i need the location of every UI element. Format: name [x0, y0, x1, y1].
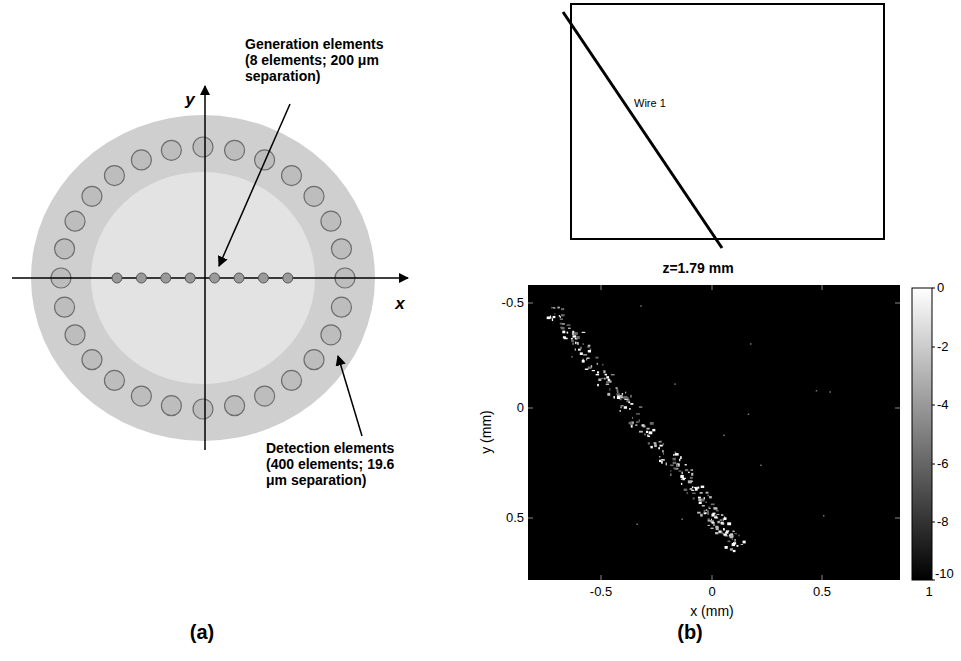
axis-name: y [185, 90, 194, 110]
detection-element [104, 370, 124, 390]
panel-label: (a) [190, 621, 214, 644]
axis-name: x [395, 294, 404, 314]
detection-element [304, 350, 324, 370]
detection-element [321, 211, 341, 231]
tick-label: 0 [517, 401, 524, 416]
tick-label: -0.5 [502, 296, 524, 311]
detection-element [255, 150, 275, 170]
colorbar [912, 288, 932, 580]
colorbar-label: 0 [937, 281, 944, 296]
leader-line [219, 104, 290, 266]
detection-element [161, 140, 181, 160]
colorbar-label: -6 [937, 457, 949, 472]
generation-element [258, 273, 268, 283]
detection-element [65, 211, 85, 231]
detection-element [131, 386, 151, 406]
tick-label: 0.5 [506, 511, 524, 526]
element-callout: Detection elements (400 elements; 19.6 μ… [266, 440, 416, 488]
generation-element [185, 273, 195, 283]
generation-element [234, 273, 244, 283]
colorbar-label: -2 [937, 340, 949, 355]
detection-element [104, 166, 124, 186]
axis-ticks [528, 285, 935, 580]
colorbar-label: -8 [937, 515, 949, 530]
detection-element [225, 140, 245, 160]
detection-element [55, 239, 75, 259]
wire-line [563, 12, 722, 248]
tick-label: -0.5 [590, 585, 612, 600]
detection-element [331, 297, 351, 317]
colorbar-label: -4 [937, 398, 949, 413]
detection-element [304, 186, 324, 206]
detection-element [161, 396, 181, 416]
generation-element [161, 273, 171, 283]
wire-label: Wire 1 [634, 97, 666, 109]
image-plot [528, 285, 900, 580]
leader-line [338, 356, 362, 436]
colorbar-label: -10 [935, 567, 954, 582]
speckle-image [547, 305, 831, 552]
generation-element [112, 273, 122, 283]
detection-element [282, 166, 302, 186]
tick-label: 1 [925, 585, 932, 600]
tick-label: 0 [708, 585, 715, 600]
y-axis [204, 86, 206, 450]
generation-element [283, 273, 293, 283]
detection-element [193, 137, 213, 157]
detection-element [131, 150, 151, 170]
detection-element [225, 396, 245, 416]
generation-elements [112, 273, 293, 283]
detection-element [82, 350, 102, 370]
generation-element [210, 273, 220, 283]
detection-element [282, 370, 302, 390]
detection-element [193, 399, 213, 419]
detection-element [65, 325, 85, 345]
element-callout: Generation elements (8 elements; 200 μm … [245, 36, 395, 84]
detection-element [321, 325, 341, 345]
panel-label: (b) [677, 621, 703, 644]
detection-element [82, 186, 102, 206]
axis-title: y (mm) [478, 410, 494, 454]
plot-title: z=1.79 mm [662, 260, 733, 276]
detection-element [55, 297, 75, 317]
detection-element [331, 239, 351, 259]
axis-title: x (mm) [690, 603, 734, 619]
tick-label: 0.5 [813, 585, 831, 600]
detection-element [255, 386, 275, 406]
wire-diagram-box: Wire 1 [570, 3, 885, 240]
generation-element [136, 273, 146, 283]
